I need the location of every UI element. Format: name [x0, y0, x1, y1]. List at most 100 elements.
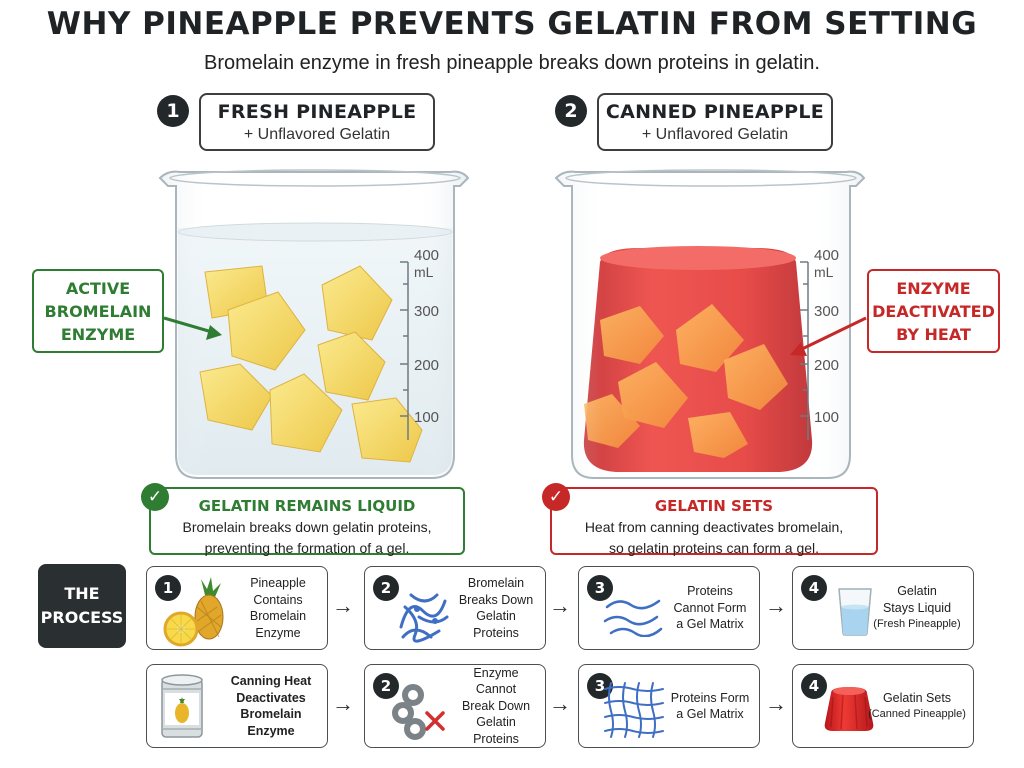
callout-line: BY HEAT: [896, 324, 971, 344]
check-icon: ✓: [141, 483, 169, 511]
result-sets-text: Heat from canning deactivates bromelain,: [584, 519, 844, 535]
can-icon: [161, 674, 203, 738]
active-enzyme-callout: ACTIVE BROMELAIN ENZYME: [32, 269, 164, 353]
fresh-scale-unit: mL: [414, 264, 434, 280]
fresh-scale-top: 400: [414, 247, 439, 264]
result-liquid-title: GELATIN REMAINS LIQUID: [198, 497, 416, 515]
result-sets-text: so gelatin proteins can form a gel.: [608, 540, 820, 556]
arrow-right-icon: →: [765, 691, 787, 716]
step-text-line: Bromelain: [240, 707, 302, 721]
callout-line: ACTIVE: [65, 278, 131, 298]
canned-scale-mark: 200: [814, 357, 839, 374]
result-sets: GELATIN SETS Heat from canning deactivat…: [550, 487, 878, 556]
step-text: Bromelain Breaks Down Gelatin Proteins: [453, 567, 539, 649]
process-label: THE PROCESS: [38, 564, 126, 648]
process-step-fresh-2: 2 Bromelain Breaks Down Gelatin Proteins: [364, 566, 546, 650]
process-step-fresh-3: 3 Proteins Cannot Form a Gel Matrix: [578, 566, 760, 650]
step-text-line: Gelatin Sets: [882, 690, 952, 705]
step-text-line: Proteins: [687, 584, 733, 599]
step-number: 4: [801, 673, 827, 699]
step-text-note: (Fresh Pineapple): [873, 618, 961, 631]
protein-tangle-icon: [399, 593, 449, 643]
step-text-line: Enzyme: [247, 723, 295, 738]
process-step-canned-1: Canning Heat Deactivates Bromelain Enzym…: [146, 664, 328, 748]
canned-scale-unit: mL: [814, 264, 834, 280]
loose-strands-icon: [603, 599, 663, 637]
step-text: Canning Heat Deactivates Bromelain Enzym…: [221, 665, 321, 747]
liquid-cup-icon: [838, 588, 872, 636]
fresh-scale-mark: 200: [414, 357, 439, 374]
callout-line: ENZYME: [896, 278, 971, 298]
step-text: Proteins Cannot Form a Gel Matrix: [667, 567, 753, 649]
arrow-right-icon: →: [549, 593, 571, 618]
page-title: WHY PINEAPPLE PREVENTS GELATIN FROM SETT…: [46, 6, 978, 42]
step-text-line: Proteins: [473, 625, 519, 640]
arrow-right-icon: →: [549, 691, 571, 716]
callout-line: BROMELAIN: [44, 301, 152, 321]
result-liquid: GELATIN REMAINS LIQUID Bromelain breaks …: [149, 487, 465, 556]
canned-beaker: 400 mL 300 200 100: [554, 169, 866, 479]
canned-scale-mark: 300: [814, 303, 839, 320]
step-text: Pineapple Contains Bromelain Enzyme: [235, 567, 321, 649]
callout-line: DEACTIVATED: [872, 301, 995, 321]
step-text-line: Gelatin: [476, 609, 516, 623]
step-text-line: Cannot Form: [673, 600, 747, 615]
step-text-line: Gelatin: [897, 584, 937, 599]
step-number: 1: [155, 575, 181, 601]
step-text-line: Pineapple: [250, 576, 306, 590]
process-label-line: THE: [64, 584, 100, 603]
step-text-line: Proteins Form: [670, 690, 750, 705]
callout-arrow-red: [790, 316, 867, 356]
process-label-line: PROCESS: [40, 608, 124, 627]
result-sets-title: GELATIN SETS: [654, 497, 774, 515]
process-step-canned-4: 4 Gelatin Sets (Canned Pineapple): [792, 664, 974, 748]
step-text: Enzyme Cannot Break Down Gelatin Protein…: [453, 665, 539, 747]
step-number: 3: [587, 575, 613, 601]
step-text-line: Bromelain: [467, 576, 525, 590]
canned-scale-top: 400: [814, 247, 839, 264]
jelly-icon: [824, 687, 874, 731]
process-step-fresh-4: 4 Gelatin Stays Liquid (Fresh Pineapple): [792, 566, 974, 650]
experiment-1-title: FRESH PINEAPPLE: [217, 101, 417, 123]
step-text-note: (Canned Pineapple): [868, 708, 966, 720]
experiment-2-number: 2: [555, 95, 587, 127]
result-liquid-text: Bromelain breaks down gelatin proteins,: [182, 519, 432, 535]
experiment-1-number: 1: [157, 95, 189, 127]
step-text-line: Bromelain: [249, 609, 307, 623]
check-icon: ✓: [542, 483, 570, 511]
experiment-2-title: CANNED PINEAPPLE: [605, 101, 825, 123]
arrow-right-icon: →: [332, 691, 354, 716]
deactivated-enzyme-callout: ENZYME DEACTIVATED BY HEAT: [867, 269, 1000, 353]
experiment-2-subtitle: + Unflavored Gelatin: [641, 126, 789, 143]
pineapple-icon: [163, 577, 224, 647]
callout-line: ENZYME: [60, 324, 136, 344]
experiment-1-subtitle: + Unflavored Gelatin: [243, 126, 391, 143]
step-text-line: Proteins: [473, 731, 519, 746]
step-text-line: a Gel Matrix: [676, 707, 744, 721]
step-number: 2: [373, 673, 399, 699]
process-step-fresh-1: 1 Pineapple Contains Bromelain Enzyme: [146, 566, 328, 650]
arrow-right-icon: →: [765, 593, 787, 618]
callout-arrow-green: [163, 316, 222, 340]
step-text-line: Enzyme Cannot: [473, 665, 519, 697]
blocked-enzyme-icon: [392, 684, 445, 740]
process-step-canned-2: 2 Enzyme Cannot Break Down Gelatin Prote…: [364, 664, 546, 748]
gel-matrix-icon: [604, 682, 664, 738]
experiment-1-header: FRESH PINEAPPLE + Unflavored Gelatin: [199, 93, 435, 151]
experiment-2-header: CANNED PINEAPPLE + Unflavored Gelatin: [597, 93, 833, 151]
step-text-line: a Gel Matrix: [676, 617, 744, 632]
arrow-right-icon: →: [332, 593, 354, 618]
canned-scale-mark: 100: [814, 409, 839, 426]
step-number: 4: [801, 575, 827, 601]
step-text: Gelatin Stays Liquid (Fresh Pineapple): [867, 567, 967, 649]
fresh-scale-mark: 100: [414, 409, 439, 426]
step-text-line: Breaks Down: [458, 592, 534, 607]
step-text-line: Deactivates: [236, 690, 306, 705]
step-number: 2: [373, 575, 399, 601]
fresh-beaker: 400 mL 300 200 100: [158, 169, 470, 479]
step-text-line: Break Down: [461, 698, 531, 713]
beakers-illustration: 400 mL 300 200 100 400 mL 300 200 100: [158, 169, 867, 479]
fresh-scale-mark: 300: [414, 303, 439, 320]
step-text-line: Canning Heat: [230, 674, 312, 688]
result-liquid-text: preventing the formation of a gel.: [204, 540, 410, 556]
